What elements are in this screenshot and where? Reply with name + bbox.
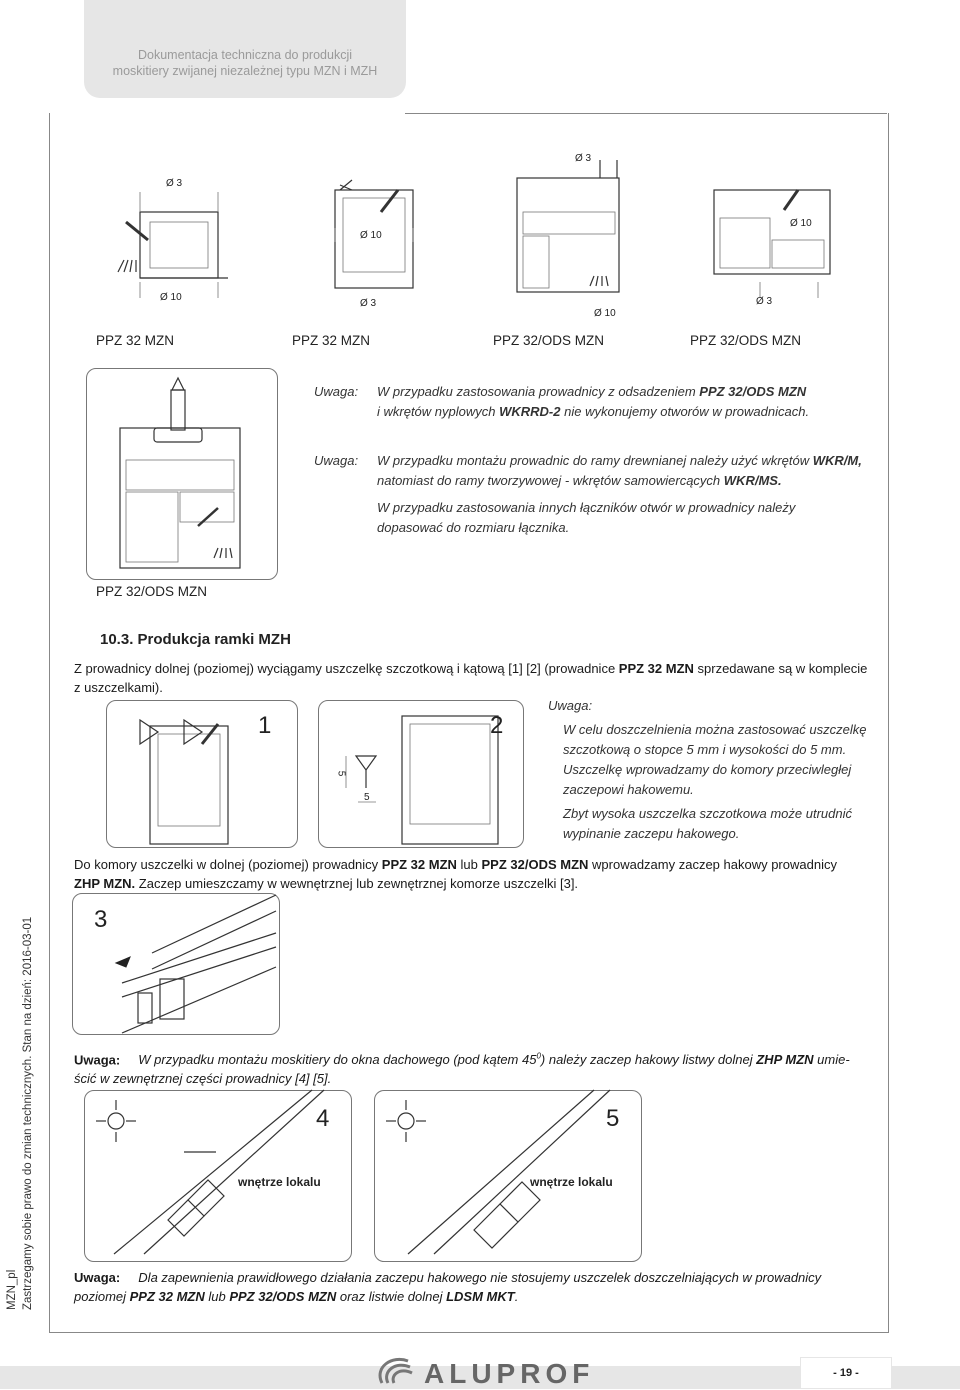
figure-2-box — [318, 700, 524, 848]
fixing-caption: PPZ 32/ODS MZN — [96, 584, 208, 599]
figure-1-drawing — [139, 718, 229, 845]
dim-label: Ø 3 — [166, 178, 183, 189]
dim-label: Ø 10 — [160, 292, 182, 303]
fixing-drawing-box — [86, 368, 278, 580]
hook-paragraph: Do komory uszczelki w dolnej (poziomej) … — [74, 857, 837, 891]
dim-label: Ø 10 — [360, 230, 382, 241]
content-frame — [49, 113, 889, 1333]
footer-bar — [0, 1366, 960, 1389]
interior-label: wnętrze lokalu — [530, 1175, 613, 1189]
document-title-line1: Dokumentacja techniczna do produkcji — [137, 48, 352, 62]
note-label: Uwaga: — [314, 453, 359, 468]
profile-4-drawing — [713, 189, 831, 298]
figure-number: 3 — [94, 906, 108, 933]
dim-label: Ø 3 — [360, 298, 377, 309]
frame-top-line — [405, 113, 887, 114]
note-4-text: Uwaga: W przypadku montażu moskitiery do… — [74, 1052, 850, 1087]
figure-5-box — [374, 1090, 642, 1262]
profile-drawings — [117, 160, 831, 298]
dim-label: Ø 10 — [790, 218, 812, 229]
dim-label: Ø 3 — [756, 296, 773, 307]
note-2-text: W przypadku montażu prowadnic do ramy dr… — [377, 453, 862, 535]
figure-2-drawing — [345, 715, 499, 845]
figure-3-drawing — [114, 894, 277, 1034]
profile-3-drawing — [516, 160, 620, 293]
profile-caption: PPZ 32 MZN — [96, 333, 175, 348]
interior-label: wnętrze lokalu — [238, 1175, 321, 1189]
note-label: Uwaga: — [314, 384, 359, 399]
profile-caption: PPZ 32/ODS MZN — [690, 333, 802, 348]
brand-name: ALUPROF — [424, 1358, 595, 1389]
figure-1-box — [106, 700, 298, 848]
header-panel — [84, 0, 406, 98]
side-legal-text: MZN_pl Zastrzegamy sobie prawo do zmian … — [4, 890, 36, 1310]
profile-caption: PPZ 32 MZN — [292, 333, 371, 348]
page-number: - 19 - — [800, 1357, 892, 1389]
document-code: MZN_pl — [6, 1269, 18, 1310]
profile-1-drawing — [117, 192, 228, 298]
document-title: Dokumentacja techniczna do produkcji mos… — [84, 47, 406, 79]
note-1-text: W przypadku zastosowania prowadnicy z od… — [377, 384, 810, 419]
dim-label: 5 — [364, 792, 370, 803]
note-label: Uwaga: — [74, 1270, 121, 1285]
figure-4-box — [84, 1090, 352, 1262]
dim-label: 5 — [335, 770, 347, 777]
profile-caption: PPZ 32/ODS MZN — [493, 333, 605, 348]
dim-label: Ø 10 — [594, 308, 616, 319]
note-5-text: Uwaga: Dla zapewnienia prawidłowego dzia… — [74, 1270, 822, 1304]
note-3-text: W celu doszczelnienia można zastosować u… — [563, 722, 867, 841]
figure-number: 4 — [316, 1105, 330, 1132]
dim-label: Ø 3 — [575, 153, 592, 164]
figure-number: 2 — [490, 712, 504, 739]
fixing-drawing — [119, 376, 241, 569]
figure-3-box — [72, 893, 280, 1035]
note-label: Uwaga: — [74, 1052, 121, 1068]
figure-5-drawing — [386, 1089, 611, 1255]
note-label: Uwaga: — [548, 698, 593, 713]
figure-4-drawing — [96, 1089, 325, 1255]
figure-number: 1 — [258, 712, 272, 739]
profile-2-drawing — [334, 179, 414, 289]
figure-number: 5 — [606, 1105, 620, 1132]
document-title-line2: moskitiery zwijanej niezależnej typu MZN… — [112, 64, 378, 78]
section-paragraph: Z prowadnicy dolnej (poziomej) wyciągamy… — [74, 661, 868, 695]
section-title: 10.3. Produkcja ramki MZH — [100, 631, 291, 648]
legal-notice: Zastrzegamy sobie prawo do zmian technic… — [22, 916, 34, 1310]
brand-logo-icon — [378, 1358, 413, 1384]
